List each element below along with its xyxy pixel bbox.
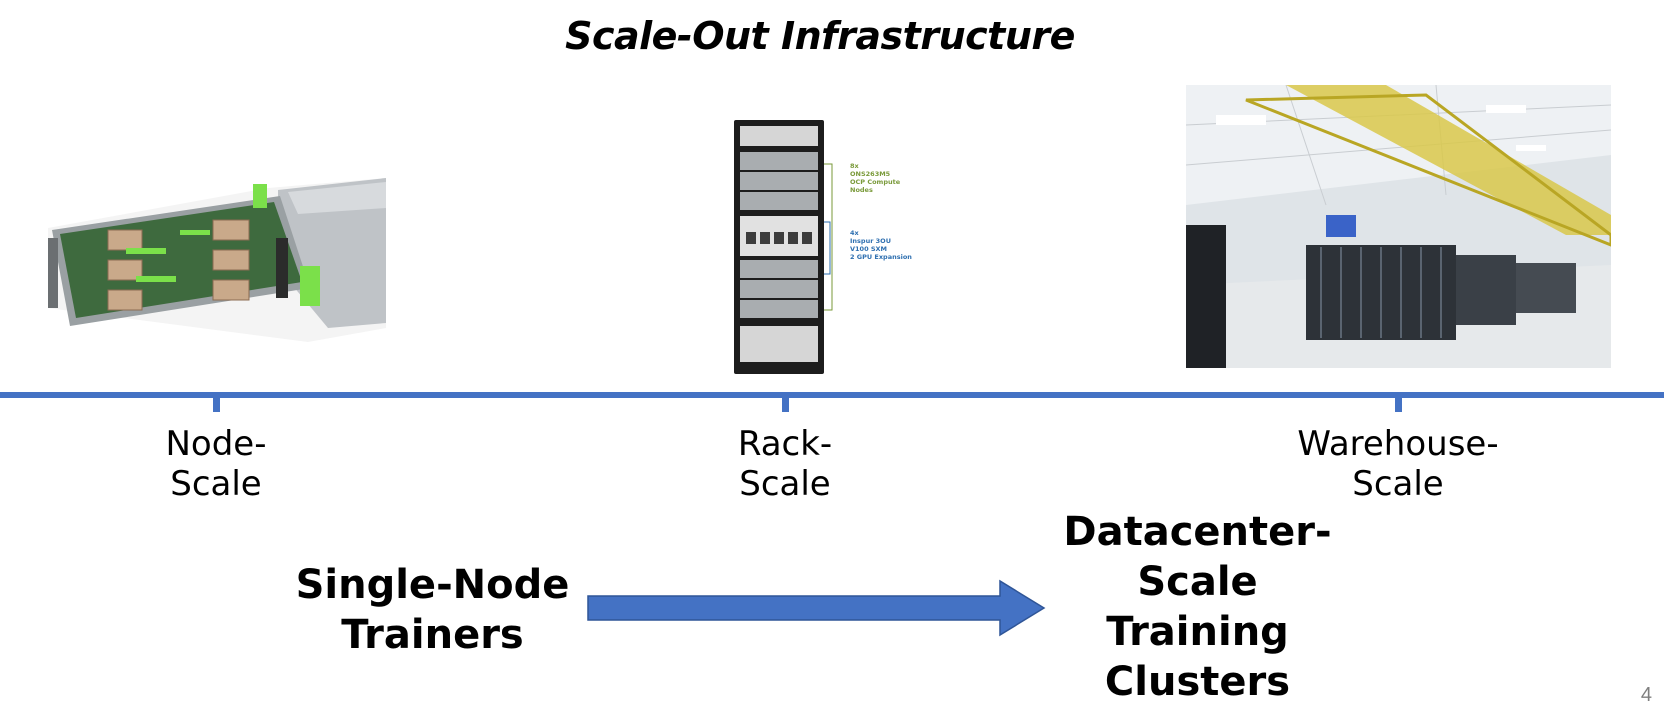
warehouse-scale-label: Warehouse- Scale xyxy=(1297,424,1499,504)
datacenter-photo xyxy=(1186,85,1611,368)
datacenter-training-clusters-label: Datacenter- Scale Training Clusters xyxy=(1063,509,1332,705)
timeline-tick-warehouse xyxy=(1395,396,1402,412)
page-title: Scale-Out Infrastructure xyxy=(565,14,1075,58)
server-node-photo xyxy=(48,178,386,342)
node-scale-label: Node- Scale xyxy=(165,424,267,504)
progression-arrow xyxy=(587,579,1046,637)
rack-gpu-callout: 4x Inspur 3OU V100 SXM 2 GPU Expansion xyxy=(850,229,912,261)
rack-callout-brackets xyxy=(824,163,833,311)
timeline-tick-rack xyxy=(782,396,789,412)
single-node-trainers-label: Single-Node Trainers xyxy=(295,562,570,658)
rack-scale-label: Rack- Scale xyxy=(737,424,833,504)
timeline-tick-node xyxy=(213,396,220,412)
rack-compute-callout: 8x ONS263M5 OCP Compute Nodes xyxy=(850,162,901,194)
rack-photo xyxy=(734,120,824,374)
page-number: 4 xyxy=(1640,684,1652,706)
timeline-bar xyxy=(0,392,1664,398)
